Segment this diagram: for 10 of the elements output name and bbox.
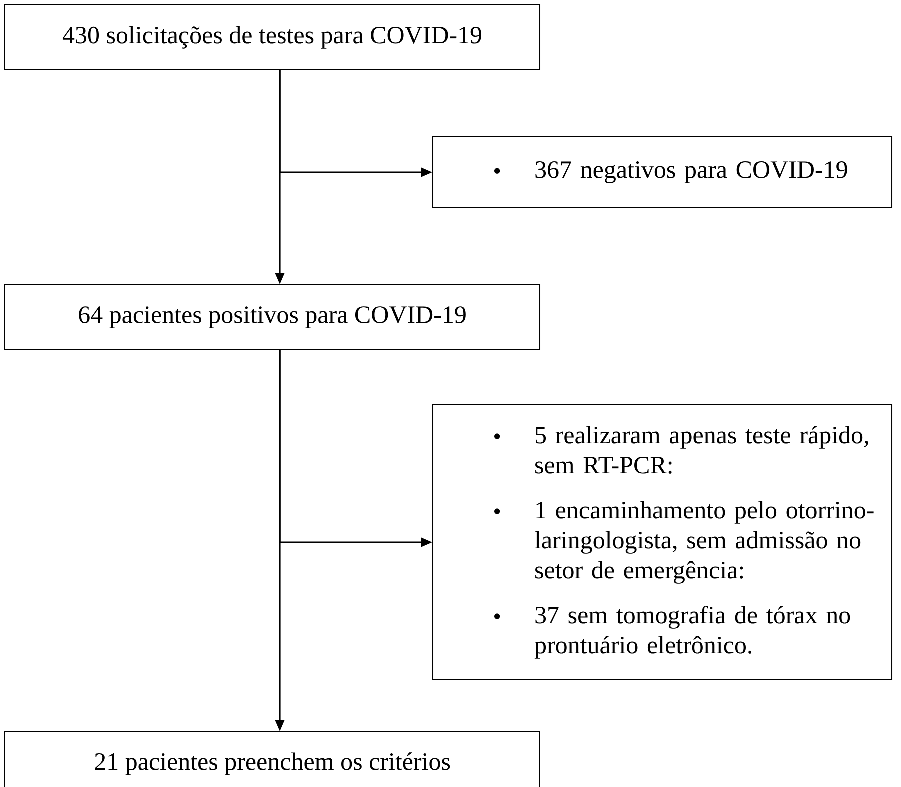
bullet-list: 5 realizaram apenas teste rápido, sem RT-PCR: 1 encaminhamento pelo otorrino-laringologista, sem admissão no setor de emergência: 37 sem tomografia de tórax no prontuário eletrônico. xyxy=(494,426,874,659)
process-box xyxy=(4,732,540,787)
process-box xyxy=(4,284,540,350)
box-text: 21 pacientes preenchem os critérios xyxy=(95,752,450,776)
process-box xyxy=(432,136,893,208)
bullet-list: 367 negativos para COVID-19 xyxy=(494,162,848,184)
process-box xyxy=(432,404,893,680)
box-text: 430 solicitações de testes para COVID-19 xyxy=(62,26,482,49)
box-text: 64 pacientes positivos para COVID-19 xyxy=(79,306,466,328)
process-box xyxy=(4,4,540,70)
